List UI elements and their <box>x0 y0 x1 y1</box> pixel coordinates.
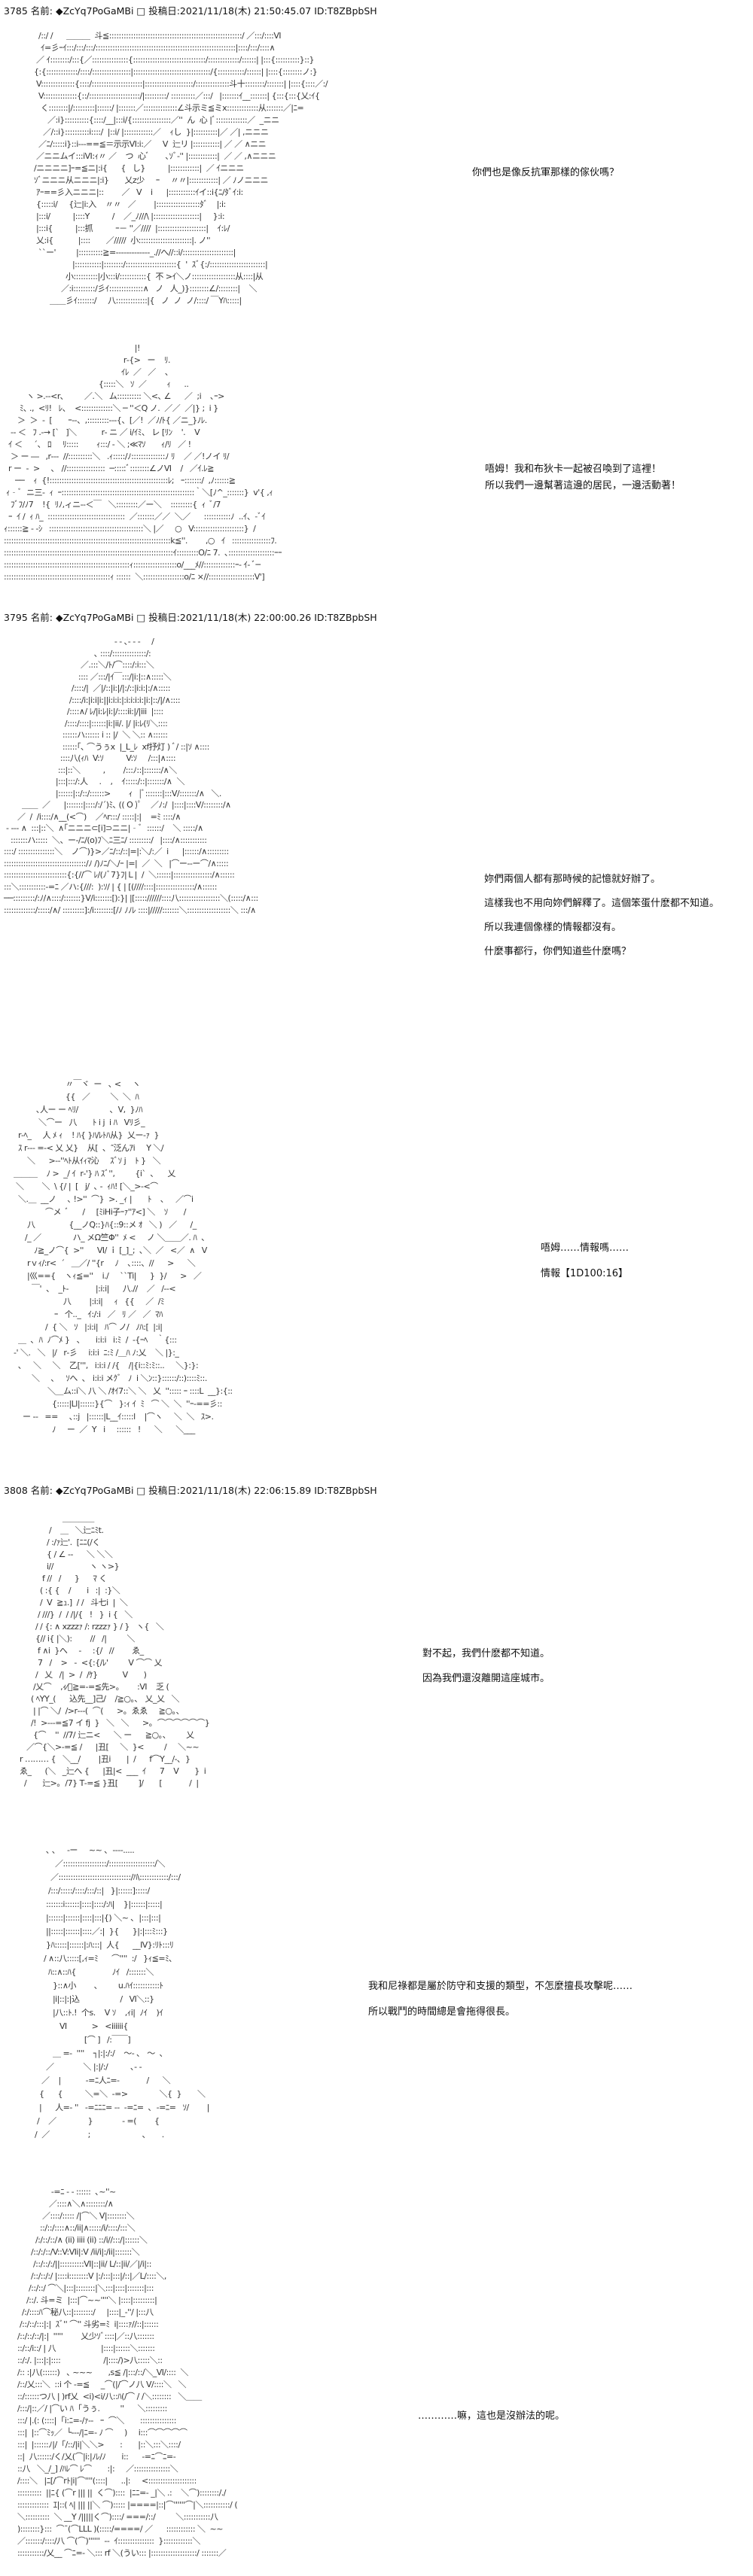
dialogue: 妳們兩個人都有那時候的記憶就好辦了。這樣我也不用向妳們解釋了。這個笨蛋什麽都不知… <box>484 868 719 964</box>
dialogue: …………嘛，這也是沒辦法的呢。 <box>418 2408 565 2425</box>
dialogue-line: 因為我們還沒離開這座城市。 <box>422 1673 550 1684</box>
post-header: 3808 名前: ◆ZcYq7PoGaMBi □ 投稿日:2021/11/18(… <box>4 1485 377 1496</box>
ascii-art: 〃￣ヾ ー ､ < ヽ {{ ／ ＼ ＼ ﾊ ､人ー ー ﾍﾘ/ ､ V, }ﾉ… <box>13 1079 233 1434</box>
dialogue-line: 你們也是像反抗軍那樣的傢伙嗎？ <box>472 167 620 178</box>
dialogue-line: 所以戰鬥的時間總是會拖得很長。 <box>368 2006 516 2018</box>
dialogue: 唔姆……情報嗎…… 情報【1D100:16】 <box>541 1236 629 1287</box>
dialogue-line: 妳們兩個人都有那時候的記憶就好辦了。 <box>484 874 661 885</box>
ascii-art: ＿＿＿＿ / ＿ ＼辷ﾆﾐt. / :/ｧ辷'. [ﾆﾆ(/く { / ∠ ‐‐… <box>19 1513 210 1788</box>
ascii-art: |! r‐{> ー ﾘ. ｲﾚ ／ ／ 、 {:::::＼ ｿ ／ <box>4 343 282 582</box>
ascii-art: -=ﾆ ‐ ‐ :::::: ､~''~ ／::::∧＼∧::::::::/∧ … <box>17 2187 238 2558</box>
dialogue-line: 情報【1D100:16】 <box>541 1268 629 1279</box>
post-header: 3795 名前: ◆ZcYq7PoGaMBi □ 投稿日:2021/11/18(… <box>4 612 377 623</box>
dialogue-line: 唔姆……情報嗎…… <box>541 1242 630 1254</box>
dialogue-line: 對不起，我們什麽都不知道。 <box>422 1648 550 1659</box>
dialogue-line: 我和尼祿都是屬於防守和支援的類型，不怎麼擅長攻擊呢…… <box>368 1981 633 1992</box>
dialogue: 唔姆！我和布狄卡一起被召喚到了這裡！ 所以我們一邊幫著這邊的居民，一邊活動著！ <box>485 461 681 494</box>
dialogue-line: 唔姆！我和布狄卡一起被召喚到了這裡！ <box>485 464 662 475</box>
dialogue-line: 這樣我也不用向妳們解釋了。這個笨蛋什麽都不知道。 <box>484 898 720 909</box>
dialogue: 我和尼祿都是屬於防守和支援的類型，不怎麼擅長攻擊呢…… 所以戰鬥的時間總是會拖得很… <box>368 1974 633 2025</box>
dialogue: 你們也是像反抗軍那樣的傢伙嗎？ <box>472 165 619 181</box>
dialogue-line: 所以我們一邊幫著這邊的居民，一邊活動著！ <box>485 480 681 491</box>
post-header: 3785 名前: ◆ZcYq7PoGaMBi □ 投稿日:2021/11/18(… <box>4 5 377 17</box>
dialogue-line: 什麼事都行，你們知道些什麼嗎？ <box>484 946 632 957</box>
ascii-art: /::/ / ＿＿＿ 斗≦:::::::::::::::::::::::::::… <box>34 31 328 306</box>
ascii-art: ､ ､ ‐ー ~~ ､ ‐‐‐‐..... ／:::::::::::::::::… <box>34 1845 209 2140</box>
dialogue-line: …………嘛，這也是沒辦法的呢。 <box>418 2410 566 2422</box>
ascii-art: ‐ ‐ ､‐ ‐ ‐ / ､ ::::/::::::::::::::/: ／.:… <box>4 637 258 915</box>
dialogue: 對不起，我們什麽都不知道。因為我們還沒離開這座城市。 <box>422 1641 550 1691</box>
dialogue-line: 所以我連個像樣的情報都沒有。 <box>484 922 622 933</box>
